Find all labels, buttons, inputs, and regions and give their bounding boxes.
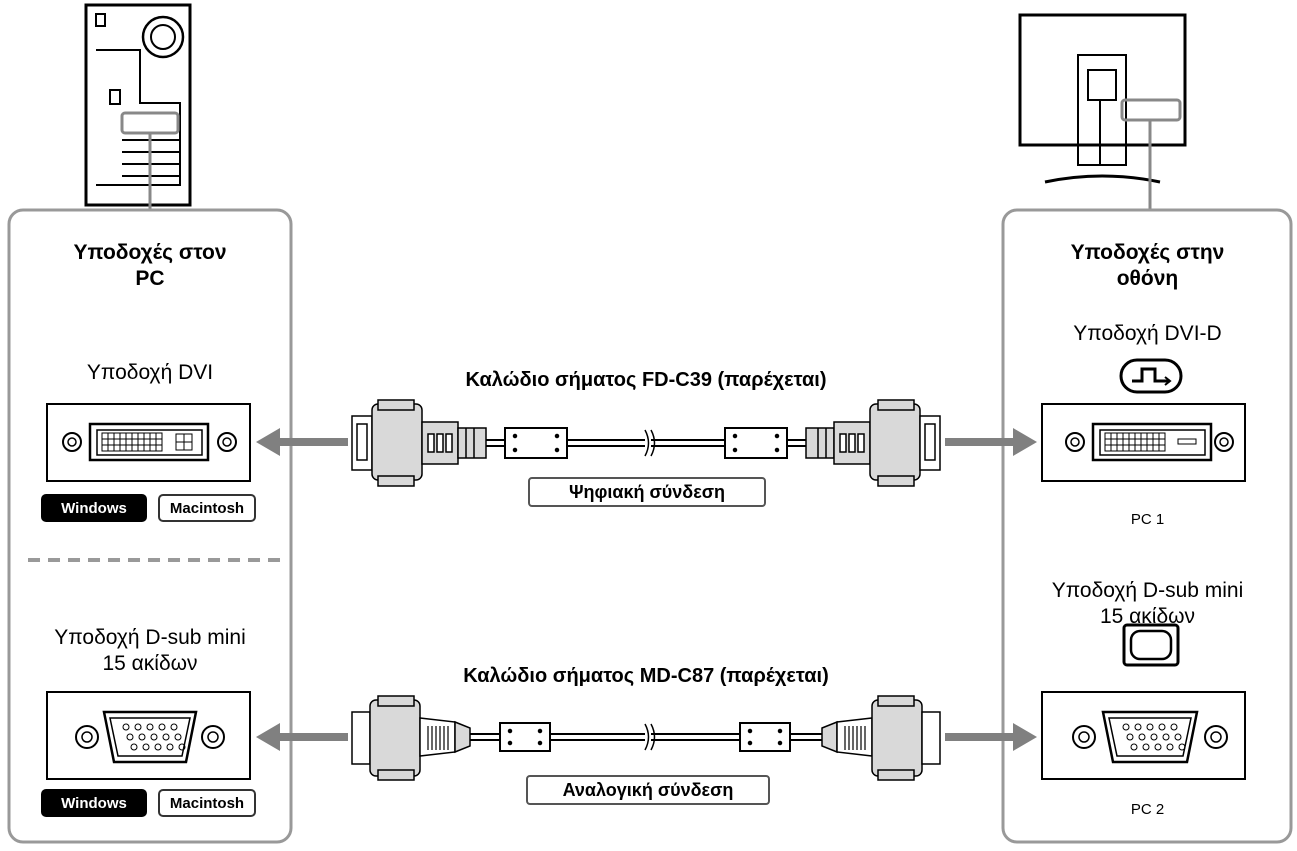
digital-cable-title: Καλώδιο σήματος FD-C39 (παρέχεται) (465, 369, 827, 391)
macintosh-badge: Macintosh (158, 494, 256, 522)
windows-badge: Windows (41, 494, 147, 522)
pc-dsub-port (46, 691, 251, 780)
monitor-panel-title: Υποδοχές στην οθόνη (1015, 240, 1280, 292)
monitor-dsub-label-line2: 15 ακίδων (1099, 605, 1196, 628)
pc-tower-illustration (84, 3, 192, 207)
digital-connection-label: Ψηφιακή σύνδεση (528, 477, 766, 507)
arrow-to-monitor-dsub (945, 723, 1037, 751)
monitor-connectors-panel (1001, 208, 1293, 844)
arrow-to-pc-dvi (256, 428, 348, 456)
pc-dvi-label: Υποδοχή DVI (86, 361, 214, 384)
pc-panel-title-line1: Υποδοχές στον (73, 241, 227, 264)
dsub-cable-illustration (351, 695, 941, 781)
arrow-to-pc-dsub (256, 723, 348, 751)
pc-dvi-port (46, 403, 251, 482)
pc-dsub-label-line1: Υποδοχή D-sub mini (54, 626, 246, 649)
monitor-illustration (1018, 13, 1187, 184)
monitor-dsub-label: Υποδοχή D-sub mini 15 ακίδων (1015, 578, 1280, 630)
monitor-dvi-input-label: PC 1 (1130, 511, 1165, 528)
digital-signal-icon (1119, 358, 1183, 394)
pc-dsub-label-line2: 15 ακίδων (102, 652, 198, 675)
monitor-dvi-label: Υποδοχή DVI-D (1073, 322, 1222, 345)
monitor-dsub-port (1041, 691, 1246, 780)
monitor-dsub-input-label: PC 2 (1130, 801, 1165, 818)
analog-signal-icon (1122, 623, 1180, 667)
pc-panel-title-line2: PC (135, 267, 165, 290)
dvi-cable-illustration (351, 399, 941, 487)
monitor-dsub-label-line1: Υποδοχή D-sub mini (1051, 579, 1244, 602)
pc-panel-title: Υποδοχές στον PC (20, 240, 280, 292)
arrow-to-monitor-dvi (945, 428, 1037, 456)
analog-connection-label: Αναλογική σύνδεση (526, 775, 770, 805)
windows-badge: Windows (41, 789, 147, 817)
macintosh-badge: Macintosh (158, 789, 256, 817)
monitor-dvi-port (1041, 403, 1246, 482)
analog-cable-title: Καλώδιο σήματος MD-C87 (παρέχεται) (463, 665, 829, 687)
pc-connectors-panel (7, 208, 293, 844)
monitor-panel-title-line2: οθόνη (1116, 267, 1179, 290)
monitor-panel-title-line1: Υποδοχές στην (1070, 241, 1225, 264)
pc-dsub-label: Υποδοχή D-sub mini 15 ακίδων (20, 625, 280, 677)
